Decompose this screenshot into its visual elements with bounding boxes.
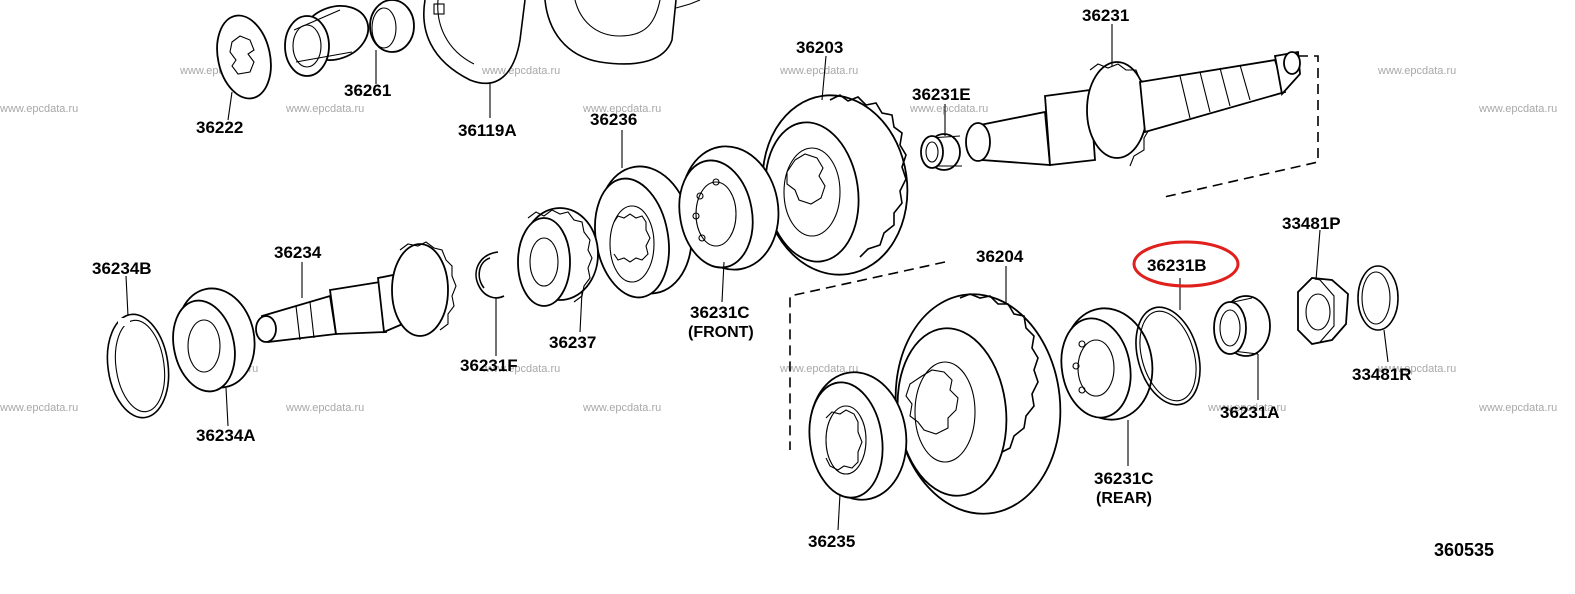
- part-36234B-ring: [106, 313, 170, 419]
- label-36231F[interactable]: 36231F: [460, 356, 518, 375]
- label-36234A[interactable]: 36234A: [196, 426, 256, 445]
- watermark: www.epcdata.ru: [582, 402, 661, 414]
- part-36231B-ring: [1135, 306, 1201, 406]
- part-36261-ring: [369, 0, 415, 53]
- part-36234-shaft: [255, 241, 457, 343]
- label-36231C-rear[interactable]: 36231C: [1094, 469, 1154, 488]
- label-36231C-front-note: (FRONT): [688, 324, 754, 341]
- part-36234A-bearing: [172, 287, 256, 393]
- watermark: www.epcdata.ru: [285, 402, 364, 414]
- part-36119A-plate: [423, 0, 526, 85]
- watermark: www.epcdata.ru: [909, 103, 988, 115]
- part-36231E-bearing: [920, 133, 962, 171]
- label-36231B[interactable]: 36231B: [1147, 256, 1207, 275]
- part-36261-bearing: [284, 5, 370, 77]
- watermark: www.epcdata.ru: [285, 103, 364, 115]
- label-36119A[interactable]: 36119A: [458, 121, 517, 140]
- watermark: www.epcdata.ru: [0, 103, 78, 115]
- watermark: www.epcdata.ru: [1478, 103, 1557, 115]
- label-36231A[interactable]: 36231A: [1220, 403, 1280, 422]
- highlight-circle: [1132, 240, 1240, 288]
- watermark: www.epcdata.ru: [779, 65, 858, 77]
- part-36231A-bushing: [1213, 295, 1271, 357]
- watermark: www.epcdata.ru: [1377, 363, 1456, 375]
- watermark: www.epcdata.ru: [779, 363, 858, 375]
- label-36235[interactable]: 36235: [808, 532, 855, 551]
- part-upper-gear: [544, 0, 701, 65]
- watermark: www.epcdata.ru: [582, 103, 661, 115]
- part-36231F-snap-ring: [475, 251, 505, 299]
- leader-lines: [125, 24, 1389, 531]
- part-36203-gear: [761, 94, 909, 276]
- part-36231C-front-bearing: [678, 145, 780, 271]
- part-36235-sleeve: [808, 371, 908, 501]
- part-36231-shaft: [965, 50, 1301, 167]
- part-33481P-nut: [1297, 277, 1349, 345]
- part-36204-gear: [894, 293, 1062, 515]
- label-36231C-rear-note: (REAR): [1096, 490, 1152, 507]
- assembly-outline-36204: [789, 261, 946, 450]
- label-36204[interactable]: 36204: [976, 247, 1024, 266]
- label-36237[interactable]: 36237: [549, 333, 596, 352]
- part-36231C-rear-bearing: [1060, 307, 1154, 421]
- label-36234B[interactable]: 36234B: [92, 259, 152, 278]
- label-36231E[interactable]: 36231E: [912, 85, 971, 104]
- watermarks: www.epcdata.ru www.epcdata.ru www.epcdat…: [0, 65, 1557, 414]
- watermark: www.epcdata.ru: [0, 402, 78, 414]
- assembly-outline-36231: [1159, 55, 1319, 199]
- label-33481R[interactable]: 33481R: [1352, 365, 1412, 384]
- label-36203[interactable]: 36203: [796, 38, 843, 57]
- watermark: www.epcdata.ru: [481, 65, 560, 77]
- label-36222[interactable]: 36222: [196, 118, 243, 137]
- watermark: www.epcdata.ru: [481, 363, 560, 375]
- part-36222-washer: [216, 14, 272, 100]
- watermark: www.epcdata.ru: [1207, 402, 1286, 414]
- part-33481R-washer: [1357, 265, 1399, 331]
- watermark: www.epcdata.ru: [1478, 402, 1557, 414]
- label-33481P[interactable]: 33481P: [1282, 214, 1341, 233]
- label-36261[interactable]: 36261: [344, 81, 391, 100]
- reference-code: 360535: [1434, 540, 1494, 560]
- label-36231[interactable]: 36231: [1082, 6, 1129, 25]
- label-36234[interactable]: 36234: [274, 243, 322, 262]
- part-labels: 36222 36261 36119A 36203 36231E 36231 36…: [92, 6, 1412, 551]
- label-36231C-front[interactable]: 36231C: [690, 303, 750, 322]
- label-36236[interactable]: 36236: [590, 110, 637, 129]
- part-36237-gear: [517, 207, 599, 307]
- watermark: www.epcdata.ru: [1377, 65, 1456, 77]
